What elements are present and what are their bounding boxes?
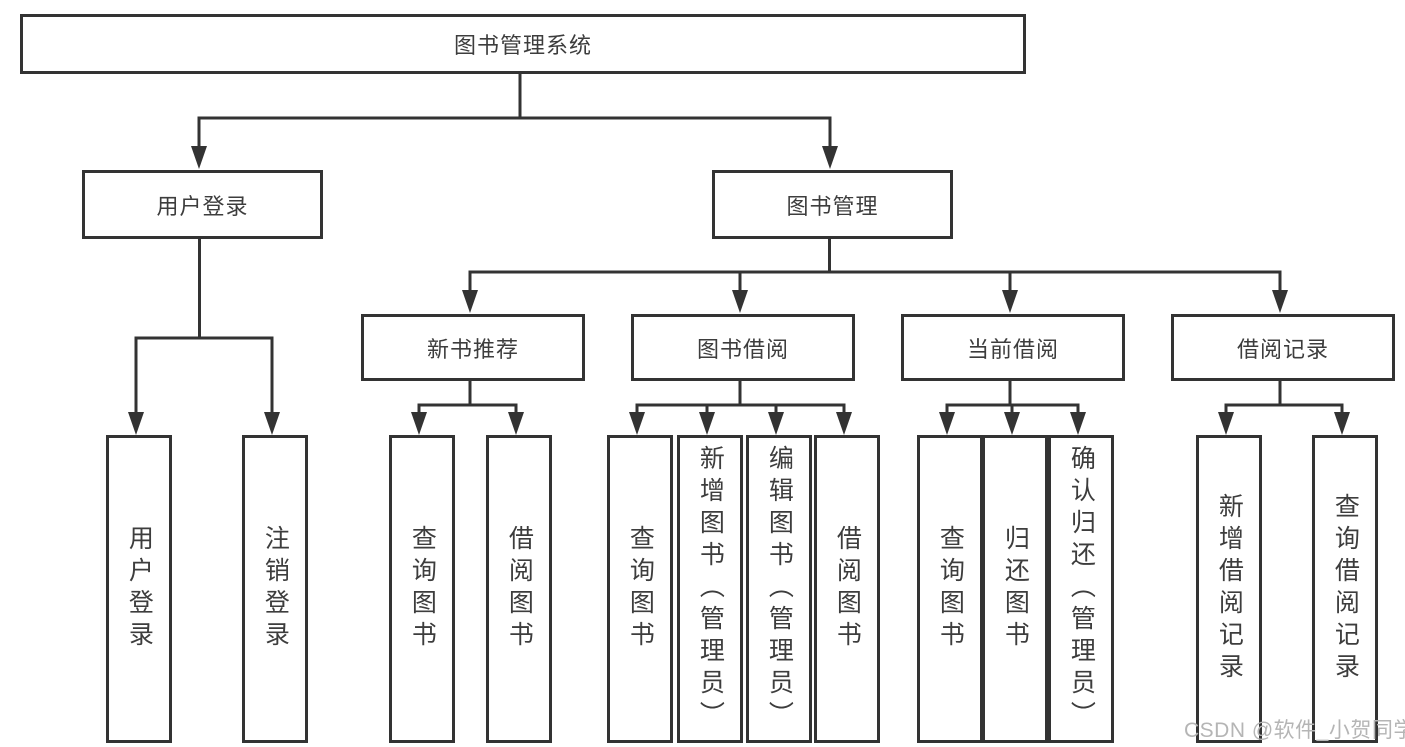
arrowhead-icon: [191, 146, 207, 169]
node-book-management: 图书管理: [712, 170, 953, 239]
leaf-label: 归还图书: [1001, 525, 1030, 653]
leaf-label: 查询图书: [936, 525, 965, 653]
leaf-br-query-record: 查询借阅记录: [1312, 435, 1378, 743]
leaf-label: 查询图书: [626, 525, 655, 653]
arrowhead-icon: [768, 412, 784, 435]
arrowhead-icon: [1002, 290, 1018, 313]
arrowhead-icon: [1272, 290, 1288, 313]
leaf-bb-add-books-admin: 新增图书（管理员）: [677, 435, 743, 743]
leaf-label: 借阅图书: [505, 525, 534, 653]
arrowhead-icon: [1004, 412, 1020, 435]
leaf-cb-confirm-return-admin: 确认归还（管理员）: [1048, 435, 1114, 743]
arrowhead-icon: [1070, 412, 1086, 435]
arrowhead-icon: [836, 412, 852, 435]
leaf-label: 新增图书（管理员）: [696, 445, 725, 733]
arrowhead-icon: [822, 146, 838, 169]
csdn-watermark: CSDN @软件_小贺同学: [1184, 719, 1405, 742]
arrowhead-icon: [1334, 412, 1350, 435]
leaf-user-login: 用户登录: [106, 435, 172, 743]
leaf-cb-return-books: 归还图书: [982, 435, 1048, 743]
arrowhead-icon: [128, 412, 144, 435]
leaf-cb-query-books: 查询图书: [917, 435, 983, 743]
leaf-label: 查询图书: [408, 525, 437, 653]
leaf-label: 确认归还（管理员）: [1067, 445, 1096, 733]
leaf-bb-query-books: 查询图书: [607, 435, 673, 743]
leaf-label: 新增借阅记录: [1215, 493, 1244, 685]
leaf-br-add-record: 新增借阅记录: [1196, 435, 1262, 743]
node-user-login: 用户登录: [82, 170, 323, 239]
arrowhead-icon: [1218, 412, 1234, 435]
leaf-label: 用户登录: [125, 525, 154, 653]
node-current-borrow: 当前借阅: [901, 314, 1125, 381]
leaf-label: 借阅图书: [833, 525, 862, 653]
leaf-logout: 注销登录: [242, 435, 308, 743]
arrowhead-icon: [264, 412, 280, 435]
leaf-label: 注销登录: [261, 525, 290, 653]
arrowhead-icon: [629, 412, 645, 435]
arrowhead-icon: [939, 412, 955, 435]
arrowhead-icon: [411, 412, 427, 435]
arrowhead-icon: [732, 290, 748, 313]
leaf-bb-borrow-books: 借阅图书: [814, 435, 880, 743]
arrowhead-icon: [699, 412, 715, 435]
node-book-borrow: 图书借阅: [631, 314, 855, 381]
arrowheads: [128, 146, 1350, 435]
node-borrow-records: 借阅记录: [1171, 314, 1395, 381]
node-root-title: 图书管理系统: [20, 14, 1026, 74]
arrowhead-icon: [462, 290, 478, 313]
leaf-rec-borrow-books: 借阅图书: [486, 435, 552, 743]
node-new-book-recommend: 新书推荐: [361, 314, 585, 381]
arrowhead-icon: [508, 412, 524, 435]
leaf-label: 编辑图书（管理员）: [765, 445, 794, 733]
leaf-rec-query-books: 查询图书: [389, 435, 455, 743]
leaf-bb-edit-books-admin: 编辑图书（管理员）: [746, 435, 812, 743]
connector-path: [134, 66, 1344, 414]
leaf-label: 查询借阅记录: [1331, 493, 1360, 685]
